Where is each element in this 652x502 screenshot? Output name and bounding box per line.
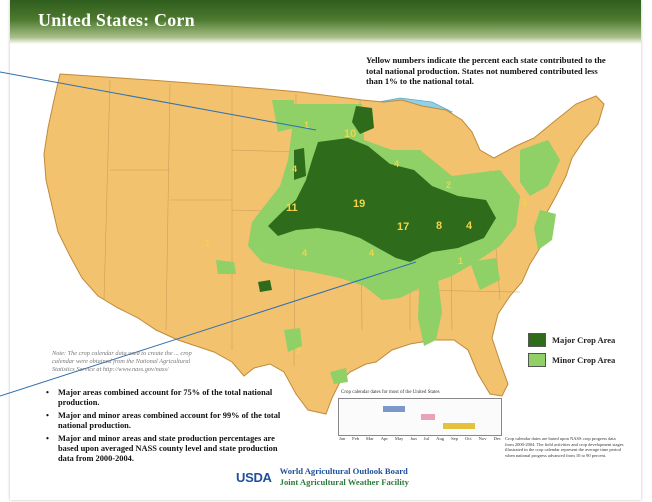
legend-minor-label: Minor Crop Area — [552, 355, 616, 365]
pct-label-mo: 4 — [369, 248, 374, 258]
bullet-item: Major and minor areas combined account f… — [44, 411, 284, 431]
footer-line-1: World Agricultural Outlook Board — [279, 466, 408, 476]
month-label: Sep — [451, 436, 458, 441]
page-title: United States: Corn — [38, 10, 195, 30]
crop-calendar-title: Crop calendar dates for most of the Unit… — [341, 390, 440, 395]
legend-minor: Minor Crop Area — [528, 350, 615, 370]
calendar-caption: Crop calendar dates are based upon NASS … — [505, 436, 624, 458]
callout-line-upper — [0, 71, 317, 131]
month-label: Apr — [380, 436, 388, 441]
state-percent-labels: 10 1 4 4 2 11 19 17 8 4 1 1 4 4 1 2 — [205, 120, 527, 356]
pct-label-oh: 4 — [466, 220, 473, 232]
pct-label-mn: 10 — [344, 128, 356, 140]
pct-label-il: 17 — [397, 221, 409, 233]
footer-line-2: Joint Agricultural Weather Facility — [279, 477, 409, 487]
calendar-months: Jan Feb Mar Apr May Jun Jul Aug Sep Oct … — [339, 436, 501, 441]
callout-line-lower — [0, 261, 417, 397]
calendar-harvest-bar — [443, 423, 475, 429]
pct-label-pa: 1 — [522, 197, 527, 207]
month-label: Aug — [436, 436, 445, 441]
title-bar — [10, 0, 641, 44]
pct-label-mi: 2 — [446, 180, 451, 190]
pct-label-in: 8 — [436, 220, 442, 232]
map-note: Yellow numbers indicate the percent each… — [366, 55, 606, 86]
major-crop-areas — [258, 106, 496, 292]
calendar-planting-bar — [383, 406, 405, 412]
pct-label-co: 1 — [205, 238, 210, 248]
legend-major-label: Major Crop Area — [552, 335, 616, 345]
month-label: Jul — [423, 436, 430, 441]
footer-lines: World Agricultural Outlook Board Joint A… — [280, 466, 409, 488]
footer: USDA World Agricultural Outlook Board Jo… — [236, 466, 409, 488]
pct-label-nd: 1 — [304, 120, 309, 130]
month-label: Jun — [410, 436, 417, 441]
usda-logo: USDA — [236, 469, 272, 485]
crop-calendar: Crop calendar dates for most of the Unit… — [338, 390, 502, 436]
summary-bullets: Major areas combined account for 75% of … — [44, 388, 284, 467]
month-label: Jan — [339, 436, 346, 441]
month-label: May — [394, 436, 404, 441]
pct-label-ks: 4 — [302, 248, 307, 258]
calendar-silking-bar — [421, 414, 435, 420]
month-label: Oct — [464, 436, 472, 441]
pct-label-wi: 4 — [394, 159, 399, 169]
month-label: Dec — [493, 436, 501, 441]
source-note: Note: The crop calendar data used to cre… — [52, 350, 192, 373]
pct-label-ky: 1 — [458, 256, 463, 266]
pct-label-sd: 4 — [292, 164, 297, 174]
bullet-item: Major areas combined account for 75% of … — [44, 388, 284, 408]
legend-major: Major Crop Area — [528, 330, 615, 350]
month-label: Nov — [478, 436, 487, 441]
month-label: Feb — [352, 436, 360, 441]
pct-label-ia: 19 — [353, 198, 365, 210]
legend-minor-swatch — [528, 353, 546, 367]
map-legend: Major Crop Area Minor Crop Area — [528, 330, 615, 370]
legend-major-swatch — [528, 333, 546, 347]
pct-label-tx: 2 — [296, 346, 301, 356]
bullet-item: Major and minor areas and state producti… — [44, 434, 284, 464]
pct-label-ne: 11 — [286, 202, 298, 214]
month-label: Mar — [366, 436, 374, 441]
